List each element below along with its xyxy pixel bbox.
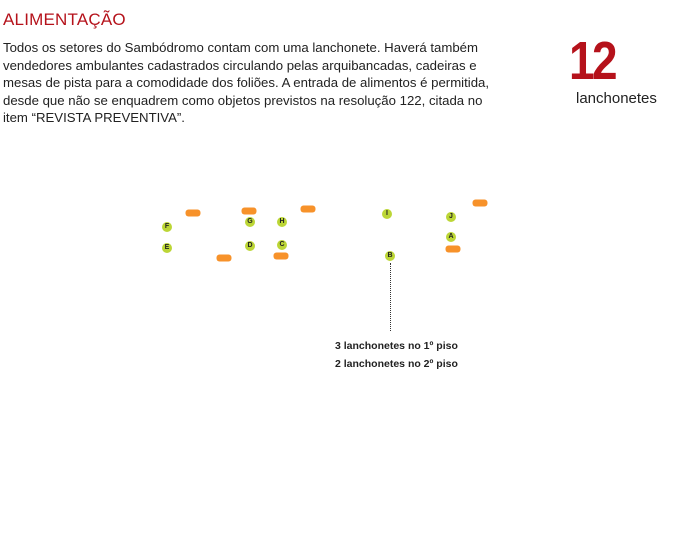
stat-label: lanchonetes bbox=[576, 90, 657, 107]
sector-marker: H bbox=[277, 217, 287, 227]
sector-marker: G bbox=[245, 217, 255, 227]
snack-bar-marker bbox=[273, 252, 289, 260]
sector-marker: I bbox=[382, 209, 392, 219]
snack-bar-marker bbox=[185, 209, 201, 217]
sector-marker: D bbox=[245, 241, 255, 251]
sector-marker: J bbox=[446, 212, 456, 222]
section-title: ALIMENTAÇÃO bbox=[3, 10, 126, 29]
sector-marker: F bbox=[162, 222, 172, 232]
snack-bar-marker bbox=[241, 207, 257, 215]
snack-bar-marker bbox=[216, 254, 232, 262]
stat-value: 12 bbox=[569, 31, 618, 91]
callout-note: 3 lanchonetes no 1º piso bbox=[335, 340, 458, 352]
snack-bar-marker bbox=[445, 245, 461, 253]
snack-bar-marker bbox=[300, 205, 316, 213]
sector-marker: C bbox=[277, 240, 287, 250]
snack-bar-marker bbox=[472, 199, 488, 207]
sector-marker: B bbox=[385, 251, 395, 261]
callout-line bbox=[390, 263, 391, 331]
sector-marker: E bbox=[162, 243, 172, 253]
description: Todos os setores do Sambódromo contam co… bbox=[3, 40, 490, 125]
callout-note: 2 lanchonetes no 2º piso bbox=[335, 358, 458, 370]
sector-marker: A bbox=[446, 232, 456, 242]
